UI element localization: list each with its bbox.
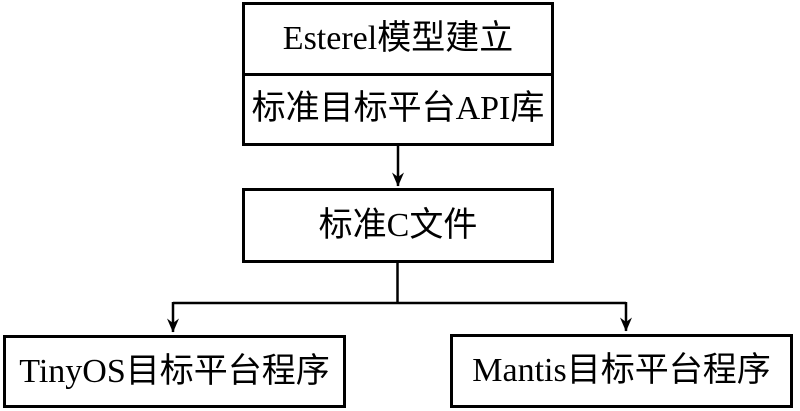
- node-c-file: 标准C文件: [242, 188, 554, 263]
- node-esterel-api-box: Esterel模型建立 标准目标平台API库: [242, 2, 554, 146]
- node-tinyos-program-label: TinyOS目标平台程序: [19, 352, 330, 390]
- node-mantis-program-label: Mantis目标平台程序: [472, 352, 771, 389]
- branch-line: [173, 262, 626, 305]
- node-mantis-program: Mantis目标平台程序: [450, 334, 793, 408]
- node-esterel-model-label: Esterel模型建立: [282, 19, 514, 57]
- node-c-file-label: 标准C文件: [318, 206, 478, 244]
- node-api-library-label: 标准目标平台API库: [251, 90, 545, 128]
- node-api-library: 标准目标平台API库: [245, 76, 551, 144]
- node-tinyos-program: TinyOS目标平台程序: [3, 335, 346, 408]
- node-esterel-model: Esterel模型建立: [245, 5, 551, 76]
